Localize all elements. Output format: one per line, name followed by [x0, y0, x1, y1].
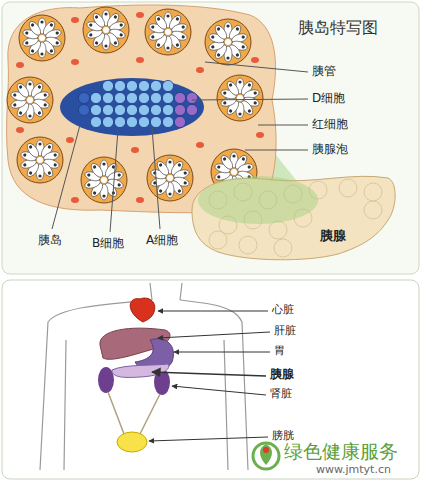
islet-cell — [162, 80, 173, 91]
islet-cell — [186, 92, 197, 103]
title: 胰岛特写图 — [298, 18, 378, 37]
islet-cell — [174, 92, 185, 103]
red-blood-cell — [251, 57, 259, 63]
islet-cell — [126, 116, 137, 127]
organ-label: 肾脏 — [270, 387, 292, 400]
islet-cell — [150, 92, 161, 103]
part-label: B细胞 — [92, 236, 124, 250]
organ-label: 心脏 — [272, 303, 294, 316]
red-blood-cell — [136, 12, 144, 18]
red-blood-cell — [131, 147, 139, 153]
acinus — [81, 157, 127, 203]
red-blood-cell — [196, 142, 204, 148]
islet-cell — [186, 104, 197, 115]
part-label: A细胞 — [146, 233, 178, 247]
islet-cell — [138, 80, 149, 91]
islet-cell — [114, 104, 125, 115]
acinus — [19, 15, 65, 61]
islet-cell — [126, 80, 137, 91]
organ-label: 肝脏 — [274, 324, 296, 337]
acini — [7, 7, 263, 203]
islet-cell — [150, 104, 161, 115]
islet-cells — [78, 80, 197, 127]
islet-cell — [90, 92, 101, 103]
islet — [60, 78, 204, 136]
islet-cell — [162, 116, 173, 127]
part-label: 胰腺泡 — [312, 142, 348, 156]
acinus — [83, 7, 129, 53]
islet-cell — [174, 116, 185, 127]
part-label: 胰岛 — [38, 233, 62, 247]
red-blood-cell — [136, 57, 144, 63]
islet-cell — [114, 116, 125, 127]
islet-cell — [162, 92, 173, 103]
islet-cell — [102, 80, 113, 91]
islet-cell — [90, 104, 101, 115]
acinus — [145, 9, 191, 55]
acinus — [205, 19, 251, 65]
islet-cell — [78, 92, 89, 103]
islet-cell — [114, 92, 125, 103]
bottom-panel — [2, 280, 419, 479]
watermark-url: www.jmtyt.cn — [316, 463, 391, 476]
organs — [98, 298, 173, 452]
islet-cell — [150, 116, 161, 127]
pancreas-outline — [188, 170, 398, 264]
islet-cell — [138, 92, 149, 103]
part-label: 胰管 — [312, 64, 336, 78]
red-blood-cell — [71, 197, 79, 203]
red-blood-cell — [196, 67, 204, 73]
red-blood-cell — [71, 59, 79, 65]
node-label: 胰腺 — [320, 228, 346, 244]
islet-cell — [90, 116, 101, 127]
islet-cell — [138, 104, 149, 115]
red-blood-cell — [16, 62, 24, 68]
pancreas-shape: 胰腺 — [188, 170, 398, 264]
islet-cell — [150, 80, 161, 91]
red-blood-cell — [136, 197, 144, 203]
red-blood-cell — [16, 127, 24, 133]
organ-label: 胰腺 — [270, 367, 294, 381]
acinus — [7, 77, 53, 123]
red-blood-cell — [256, 132, 264, 138]
islet-cell — [162, 104, 173, 115]
red-blood-cell — [66, 137, 74, 143]
red-blood-cell — [71, 17, 79, 23]
watermark: 绿色健康服务 — [284, 440, 398, 463]
top-panel — [2, 2, 419, 274]
acinus — [17, 137, 63, 183]
acinus — [217, 75, 263, 121]
acinus — [147, 155, 193, 201]
organ-arrows — [149, 311, 270, 441]
islet-cell — [102, 104, 113, 115]
islet-cell — [126, 104, 137, 115]
islet-cell — [126, 92, 137, 103]
islet-cell — [138, 116, 149, 127]
islet-cell — [114, 80, 125, 91]
islet-cell — [174, 104, 185, 115]
islet-cell — [102, 116, 113, 127]
part-label: 红细胞 — [312, 117, 348, 131]
organ-label: 胃 — [274, 344, 285, 357]
islet-cell — [78, 104, 89, 115]
islet-cell — [102, 92, 113, 103]
watermark-logo — [253, 443, 279, 469]
red-blood-cells — [16, 12, 264, 208]
part-label: D细胞 — [312, 91, 345, 105]
